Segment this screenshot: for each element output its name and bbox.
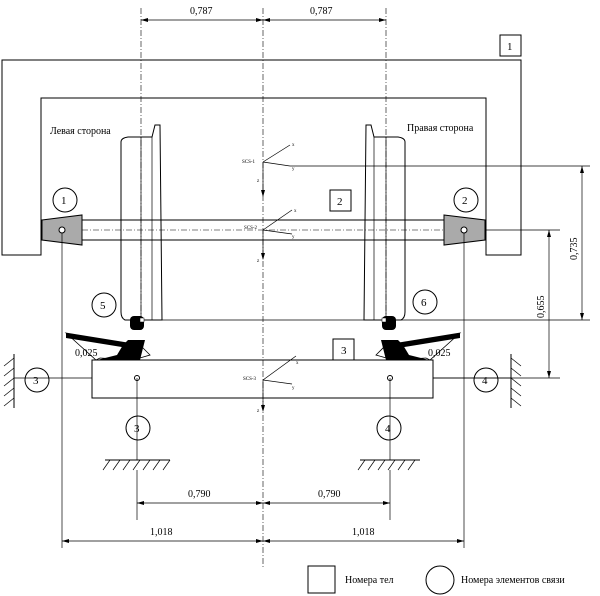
legend-link-symbol (425, 565, 455, 595)
base-axes: SCS-3 x y z (243, 355, 299, 414)
axle-boxes (41, 214, 486, 246)
top-dimension: 0,787 0,787 (141, 6, 386, 22)
dim-height-outer: 0,735 (569, 238, 580, 261)
scs3-z: z (257, 409, 260, 414)
dim-top-right: 0,787 (310, 6, 333, 17)
axle-axes: SCS-2 x y z (244, 209, 297, 264)
scs3-x: x (296, 361, 299, 366)
dim-mid-right: 0,790 (318, 489, 341, 500)
legend: Номера тел Номера элементов связи (307, 565, 565, 595)
body-1-label: 1 (507, 41, 513, 53)
frame-axes: SCS-1 x y z (242, 143, 295, 197)
link-6-label: 6 (421, 297, 427, 309)
dim-rail-left: 0,025 (75, 348, 98, 359)
dim-bottom-left: 1,018 (150, 527, 173, 538)
body-number-box (329, 189, 352, 212)
dim-top-left: 0,787 (190, 6, 213, 17)
body-number-box (332, 338, 355, 361)
link-2-label: 2 (462, 195, 468, 207)
legend-body-symbol (307, 565, 336, 594)
left-side-caption: Левая сторона (50, 126, 111, 137)
ground-supports (102, 378, 420, 471)
link-5-label: 5 (100, 300, 106, 312)
body-1-frame: 1 (1, 34, 522, 256)
body-number-box (499, 34, 522, 57)
mid-dimension: 0,790 0,790 (137, 489, 390, 505)
body-2-label: 2 (337, 196, 343, 208)
center-lines (82, 8, 445, 568)
link-1-label: 1 (61, 195, 67, 207)
side-supports (3, 354, 522, 408)
scs1-z: z (257, 179, 260, 184)
scs2-z: z (257, 259, 260, 264)
wheel-left (120, 124, 163, 321)
dim-mid-left: 0,790 (188, 489, 211, 500)
right-height-dimensions: 0,735 0,655 (140, 165, 590, 379)
scs2-x: x (294, 209, 297, 214)
scs3-y: y (292, 386, 295, 391)
right-side-caption: Правая сторона (407, 123, 474, 134)
body-3-label: 3 (341, 345, 347, 357)
link-4-right-label: 4 (482, 375, 488, 387)
dim-bottom-right: 1,018 (352, 527, 375, 538)
scs1-y: y (292, 167, 295, 172)
scs1-origin: SCS-1 (242, 160, 256, 165)
bottom-extension-lines (61, 233, 465, 548)
link-markers: 1 2 5 6 3 4 3 4 (24, 187, 499, 441)
scs1-x: x (292, 143, 295, 148)
bottom-dimension: 1,018 1,018 (62, 527, 464, 543)
scs2-origin: SCS-2 (244, 226, 258, 231)
scs2-y: y (292, 235, 295, 240)
link-3-left-label: 3 (33, 375, 39, 387)
wheel-right (363, 124, 406, 321)
body-3-base: 3 (91, 338, 434, 399)
link-3-bottom-label: 3 (134, 423, 140, 435)
legend-bodies-label: Номера тел (345, 575, 394, 586)
legend-links-label: Номера элементов связи (461, 575, 565, 586)
link-4-bottom-label: 4 (385, 423, 391, 435)
dim-rail-right: 0,025 (428, 348, 451, 359)
dim-height-inner: 0,655 (536, 296, 547, 319)
scs3-origin: SCS-3 (243, 377, 257, 382)
